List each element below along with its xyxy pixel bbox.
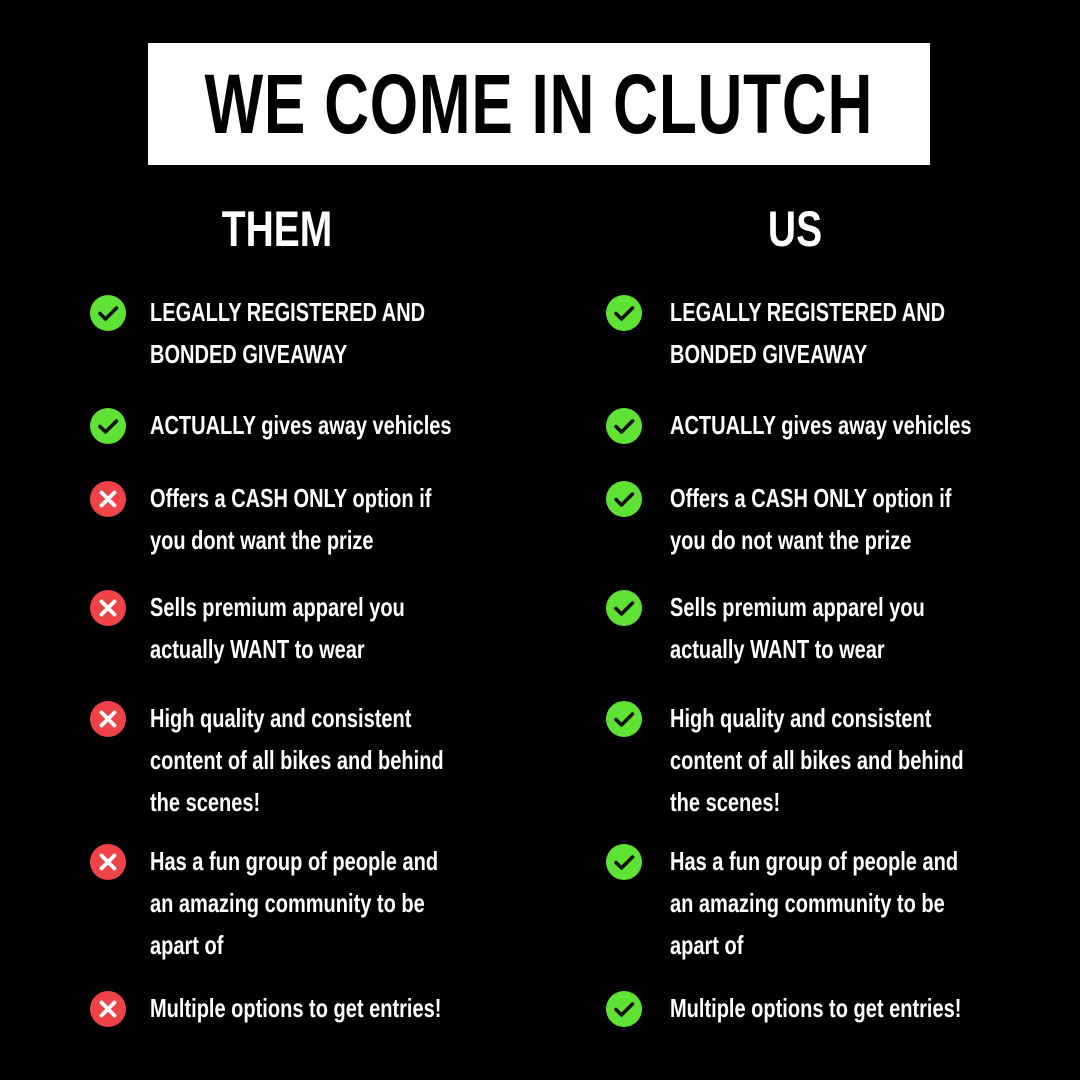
item-text: High quality and consistent content of al… [670, 697, 964, 823]
item-text-line: LEGALLY REGISTERED AND [670, 297, 946, 327]
item-text-line: you do not want the prize [670, 525, 912, 555]
check-icon [90, 408, 126, 444]
page-title: WE COME IN CLUTCH [204, 56, 874, 151]
item-text: LEGALLY REGISTERED AND BONDED GIVEAWAY [150, 291, 425, 375]
check-icon [606, 590, 642, 626]
item-text-line: BONDED GIVEAWAY [150, 339, 348, 369]
item-text: Offers a CASH ONLY option if you dont wan… [150, 477, 431, 561]
cross-icon [90, 991, 126, 1027]
item-text-line: High quality and consistent [150, 703, 412, 733]
item-text-line: Has a fun group of people and [670, 846, 959, 876]
item-text-line: Multiple options to get entries! [150, 993, 442, 1023]
column-heading-them: THEM [221, 201, 333, 257]
item-text-line: Offers a CASH ONLY option if [670, 483, 952, 513]
item-text-line: the scenes! [150, 787, 261, 817]
cross-icon [90, 701, 126, 737]
cross-icon [90, 481, 126, 517]
item-text: Multiple options to get entries! [670, 987, 961, 1029]
item-text-line: LEGALLY REGISTERED AND [150, 297, 426, 327]
item-text-line: actually WANT to wear [150, 634, 365, 664]
item-text-line: the scenes! [670, 787, 781, 817]
item-text-line: Offers a CASH ONLY option if [150, 483, 432, 513]
item-text: Has a fun group of people and an amazing … [670, 840, 958, 966]
item-text-line: content of all bikes and behind [150, 745, 444, 775]
check-icon [606, 991, 642, 1027]
item-text: Sells premium apparel you actually WANT t… [670, 586, 925, 670]
item-text: Sells premium apparel you actually WANT t… [150, 586, 405, 670]
item-text: ACTUALLY gives away vehicles [670, 404, 972, 446]
cross-icon [90, 844, 126, 880]
item-text-line: actually WANT to wear [670, 634, 885, 664]
column-heading-us: US [767, 201, 823, 257]
item-text: Offers a CASH ONLY option if you do not w… [670, 477, 951, 561]
item-text: Has a fun group of people and an amazing … [150, 840, 438, 966]
check-icon [606, 408, 642, 444]
cross-icon [90, 590, 126, 626]
item-text-line: High quality and consistent [670, 703, 932, 733]
item-text-line: Sells premium apparel you [670, 592, 925, 622]
item-text-line: Has a fun group of people and [150, 846, 439, 876]
item-text: High quality and consistent content of al… [150, 697, 444, 823]
check-icon [606, 295, 642, 331]
item-text-line: an amazing community to be [150, 888, 425, 918]
item-text-line: content of all bikes and behind [670, 745, 964, 775]
check-icon [606, 481, 642, 517]
check-icon [90, 295, 126, 331]
item-text-line: an amazing community to be [670, 888, 945, 918]
item-text-line: ACTUALLY gives away vehicles [670, 410, 972, 440]
check-icon [606, 844, 642, 880]
item-text-line: ACTUALLY gives away vehicles [150, 410, 452, 440]
item-text-line: BONDED GIVEAWAY [670, 339, 868, 369]
item-text-line: apart of [670, 930, 744, 960]
check-icon [606, 701, 642, 737]
item-text-line: you dont want the prize [150, 525, 374, 555]
item-text: Multiple options to get entries! [150, 987, 441, 1029]
item-text-line: Sells premium apparel you [150, 592, 405, 622]
title-banner: WE COME IN CLUTCH [148, 43, 930, 165]
item-text: ACTUALLY gives away vehicles [150, 404, 452, 446]
item-text-line: Multiple options to get entries! [670, 993, 962, 1023]
item-text-line: apart of [150, 930, 224, 960]
item-text: LEGALLY REGISTERED AND BONDED GIVEAWAY [670, 291, 945, 375]
